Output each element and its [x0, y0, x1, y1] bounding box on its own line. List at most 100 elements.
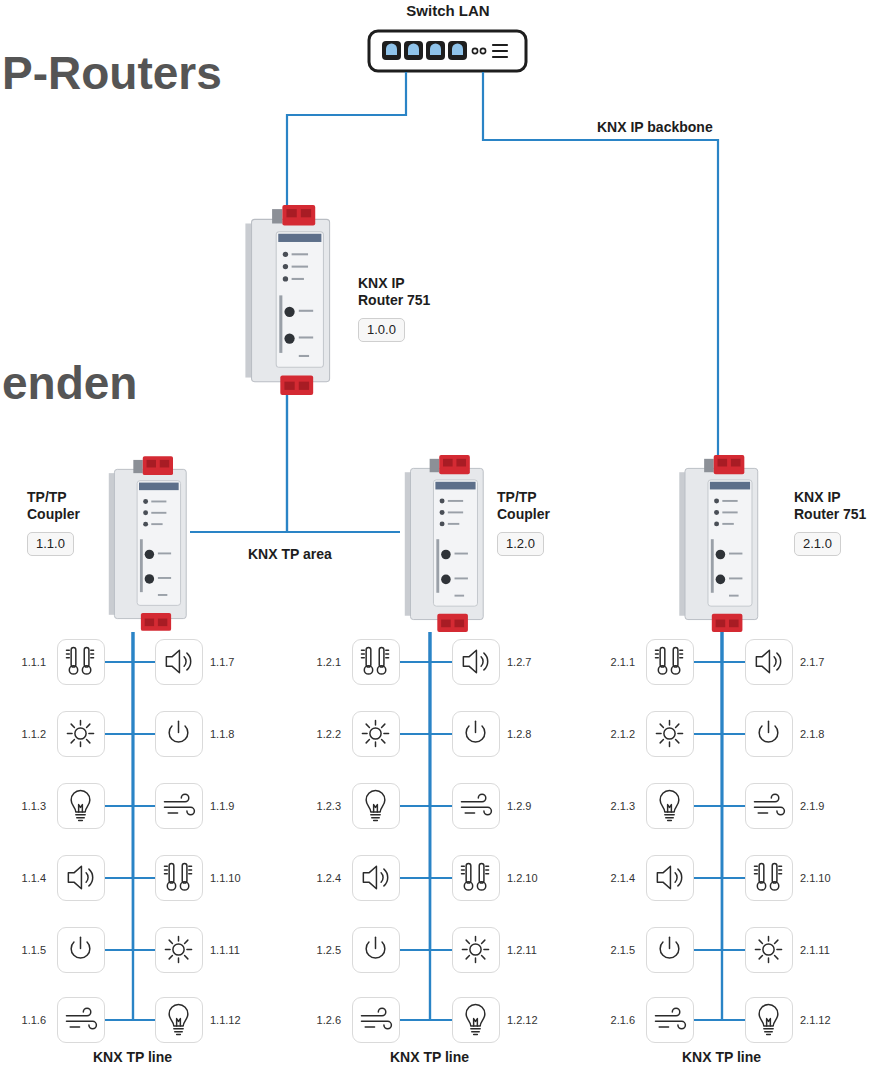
ventilation-icon: [58, 998, 103, 1041]
device-address: 2.1.12: [800, 1014, 831, 1027]
knx-device: 1.1.10: [155, 855, 203, 901]
knx-device: 2.1.4: [646, 855, 694, 901]
device-address: 2.1.3: [611, 800, 635, 813]
page-title-fragment: P-Routers: [2, 46, 222, 100]
network-switch: Switch LAN: [368, 2, 528, 72]
ventilation-icon: [746, 784, 791, 827]
tp-bus-line: [694, 632, 722, 662]
device-address: 1.1.9: [210, 800, 234, 813]
router-illustration: [245, 205, 329, 395]
knx-device: 1.1.7: [155, 639, 203, 685]
knx-device: 2.1.7: [745, 639, 793, 685]
device-address: 1.2.2: [317, 728, 341, 741]
thermometer-icon: [453, 856, 498, 899]
device-address: 1.2.4: [317, 872, 341, 885]
line-label: KNX TP line: [390, 1049, 469, 1066]
speaker-icon: [453, 640, 498, 683]
device-name: TP/TP Coupler: [497, 489, 576, 523]
device-caption: TP/TP Coupler1.1.0: [27, 489, 111, 556]
device-address: 1.2.7: [507, 656, 531, 669]
tp-bus-line: [105, 632, 133, 662]
device-address: 1.1.11: [210, 944, 240, 957]
page-title-fragment: enden: [2, 356, 137, 410]
power-icon: [156, 712, 201, 755]
tp-bus-line: [133, 632, 155, 734]
tp-bus-line: [430, 632, 452, 734]
device-name: KNX IP Router 751: [794, 489, 878, 523]
brightness-icon: [453, 928, 498, 971]
device-address: 1.2.9: [507, 800, 531, 813]
device-caption: KNX IP Router 7511.0.0: [358, 275, 434, 342]
router-device: KNX IP Router 751 2.1.0: [672, 455, 880, 632]
connector-label: KNX TP area: [245, 546, 335, 563]
physical-address: 1.2.0: [497, 532, 544, 556]
knx-device: 2.1.6: [646, 997, 694, 1043]
router-illustration: [679, 455, 757, 632]
tp-bus-line: [400, 632, 430, 950]
knx-device: 1.2.12: [452, 997, 500, 1043]
device-address: 1.1.2: [22, 728, 46, 741]
knx-device: 2.1.12: [745, 997, 793, 1043]
knx-device: 2.1.9: [745, 783, 793, 829]
device-address: 1.2.10: [507, 872, 538, 885]
coupler-illustration: [405, 455, 483, 632]
brightness-icon: [58, 712, 103, 755]
tp-bus-line: [133, 632, 155, 878]
device-address: 2.1.11: [800, 944, 830, 957]
knx-device: 2.1.2: [646, 711, 694, 757]
tp-bus-line: [430, 632, 452, 950]
knx-device: 1.1.8: [155, 711, 203, 757]
device-address: 1.2.3: [317, 800, 341, 813]
device-address: 1.2.12: [507, 1014, 538, 1027]
address-row: 1.1.0: [27, 523, 111, 556]
knx-device: 1.1.3: [57, 783, 105, 829]
device-address: 1.1.8: [210, 728, 234, 741]
line-label: KNX TP line: [93, 1049, 172, 1066]
device-address: 1.2.11: [507, 944, 537, 957]
device-address: 2.1.4: [611, 872, 635, 885]
power-icon: [353, 928, 398, 971]
ventilation-icon: [453, 784, 498, 827]
knx-device: 1.2.2: [352, 711, 400, 757]
brightness-icon: [647, 712, 692, 755]
knx-device: 1.2.3: [352, 783, 400, 829]
knx-device: 1.1.9: [155, 783, 203, 829]
knx-device: 2.1.1: [646, 639, 694, 685]
tp-bus-line: [133, 632, 155, 662]
tp-bus-line: [722, 632, 745, 950]
device-address: 2.1.1: [611, 656, 635, 669]
device-address: 1.2.8: [507, 728, 531, 741]
knx-device: 1.2.10: [452, 855, 500, 901]
knx-device: 1.2.1: [352, 639, 400, 685]
ventilation-icon: [353, 998, 398, 1041]
coupler-device: TP/TP Coupler 1.2.0: [400, 455, 576, 632]
ventilation-icon: [156, 784, 201, 827]
tp-bus-line: [694, 632, 722, 1020]
tp-bus-line: [430, 632, 452, 662]
coupler-device: TP/TP Coupler1.1.0: [25, 455, 190, 632]
device-address: 1.1.3: [22, 800, 46, 813]
device-address: 2.1.7: [800, 656, 824, 669]
device-address: 1.1.1: [22, 656, 46, 669]
tp-bus-line: [105, 632, 133, 950]
speaker-icon: [746, 640, 791, 683]
light-bulb-icon: [353, 784, 398, 827]
switch-icon: [369, 31, 526, 71]
knx-device: 1.1.5: [57, 927, 105, 973]
device-address: 2.1.10: [800, 872, 831, 885]
knx-device: 1.2.8: [452, 711, 500, 757]
physical-address: 2.1.0: [794, 532, 841, 556]
device-address: 1.2.1: [317, 656, 341, 669]
device-caption: KNX IP Router 751 2.1.0: [794, 489, 878, 556]
knx-device: 1.2.11: [452, 927, 500, 973]
physical-address: 1.0.0: [358, 318, 405, 342]
thermometer-icon: [746, 856, 791, 899]
device-caption: TP/TP Coupler 1.2.0: [497, 489, 576, 556]
tp-area-line: [287, 395, 400, 532]
device-address: 1.1.12: [210, 1014, 241, 1027]
brightness-icon: [746, 928, 791, 971]
address-row: 1.2.0: [497, 523, 576, 556]
